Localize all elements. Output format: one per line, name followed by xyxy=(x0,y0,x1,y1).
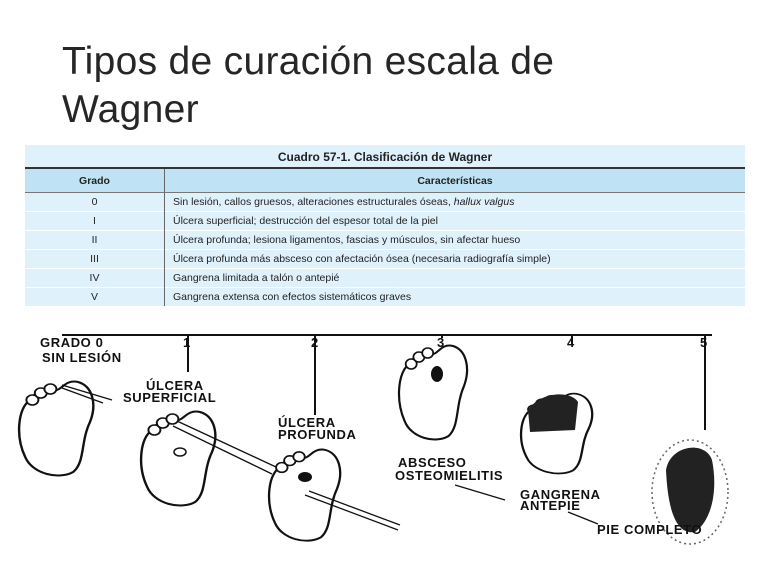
wagner-foot-diagram: GRADO 0 SIN LESIÓN 1 2 3 4 5 ÚLCERA SUPE… xyxy=(17,334,729,545)
grade-cell: III xyxy=(25,249,165,269)
description-cell: Úlcera superficial; destrucción del espe… xyxy=(164,211,745,231)
grade-cell: 0 xyxy=(25,192,165,212)
grade-cell: II xyxy=(25,230,165,250)
title-line-1: Tipos de curación escala de xyxy=(62,40,555,83)
label-profunda: PROFUNDA xyxy=(278,427,356,442)
grade-cell: IV xyxy=(25,268,165,288)
description-italic: hallux valgus xyxy=(453,196,515,208)
label-grade-1: 1 xyxy=(183,335,191,350)
label-absceso: ABSCESO xyxy=(398,455,467,470)
description-cell: Úlcera profunda; lesiona ligamentos, fas… xyxy=(164,230,745,250)
title-line-2: Wagner xyxy=(62,88,199,131)
label-ulcera-2: ÚLCERA xyxy=(278,415,336,430)
label-gangrena: GANGRENA xyxy=(520,487,601,502)
description-cell: Gangrena extensa con efectos sistemático… xyxy=(164,287,745,306)
foot-grade-1 xyxy=(139,410,217,507)
grade-cell: V xyxy=(25,287,165,306)
description-cell: Gangrena limitada a talón o antepié xyxy=(164,268,745,288)
foot-grade-5 xyxy=(651,439,729,545)
label-sin-lesion: SIN LESIÓN xyxy=(42,350,122,365)
label-grade-5: 5 xyxy=(700,335,708,350)
description-cell: Úlcera profunda más absceso con afectaci… xyxy=(164,249,745,269)
foot-grade-4 xyxy=(519,392,594,475)
header-grado: Grado xyxy=(25,169,165,193)
label-grade-4: 4 xyxy=(567,335,575,350)
table-row: 0 Sin lesión, callos gruesos, alteracion… xyxy=(25,192,745,212)
foot-grade-3 xyxy=(397,344,469,441)
table-caption: Cuadro 57-1. Clasificación de Wagner xyxy=(25,145,745,169)
slide-title: Tipos de curación escala de Wagner xyxy=(62,38,554,134)
label-pie-completo: PIE COMPLETO xyxy=(597,522,702,537)
table-header-row: Grado Características xyxy=(25,169,745,193)
label-grado-0: GRADO 0 xyxy=(40,335,103,350)
wagner-classification-table: Cuadro 57-1. Clasificación de Wagner Gra… xyxy=(25,145,745,306)
description-text: Sin lesión, callos gruesos, alteraciones… xyxy=(173,196,454,208)
label-ulcera-1: ÚLCERA xyxy=(146,378,204,393)
label-osteomielitis: OSTEOMIELITIS xyxy=(395,468,503,483)
timeline xyxy=(62,334,712,430)
label-grade-3: 3 xyxy=(437,335,445,350)
grade-cell: I xyxy=(25,211,165,231)
label-superficial: SUPERFICIAL xyxy=(123,390,216,405)
progression-arrows xyxy=(61,384,599,531)
label-grade-2: 2 xyxy=(311,335,319,350)
header-caracteristicas: Características xyxy=(164,169,745,193)
foot-grade-2 xyxy=(267,448,342,542)
label-antepie: ANTEPIE xyxy=(520,498,581,513)
description-cell: Sin lesión, callos gruesos, alteraciones… xyxy=(164,192,745,212)
